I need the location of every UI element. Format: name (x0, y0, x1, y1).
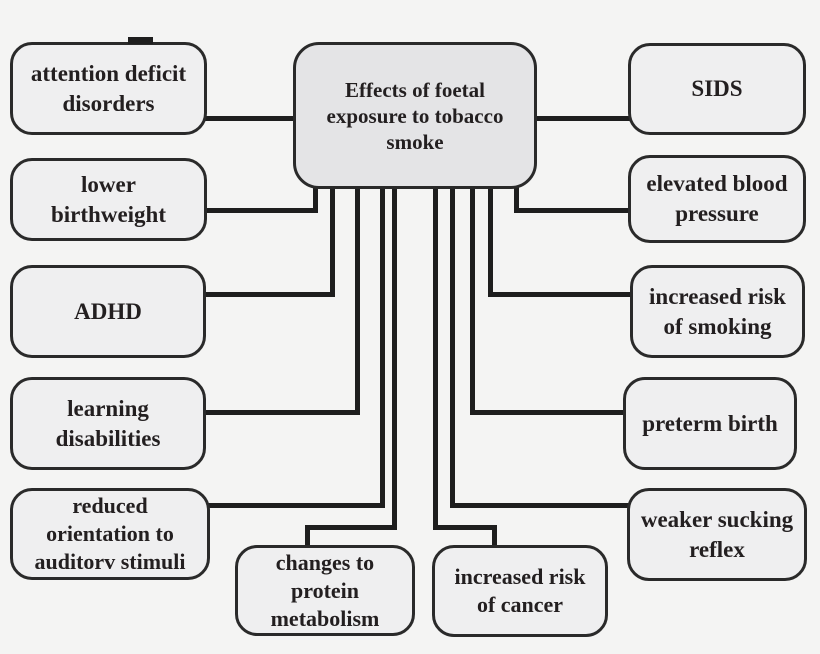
effect-label-line: increased risk (649, 283, 786, 309)
effect-label-line: reduced (72, 493, 148, 518)
connector-preterm-h (470, 410, 625, 415)
effect-box-changes-to-protein-metabolism: changes to protein metabolism (235, 545, 415, 636)
connector-adhd-v (330, 185, 335, 297)
effect-label-line: auditorv stimuli (34, 549, 186, 574)
connector-reduced-orientation-v (380, 185, 385, 508)
center-line: exposure to tobacco (326, 103, 504, 128)
connector-lower-birthweight-v (313, 185, 318, 213)
connector-preterm-v (470, 185, 475, 415)
effect-box-increased-risk-of-smoking: increased risk of smoking (630, 265, 805, 358)
effect-label-line: weaker sucking (640, 506, 794, 532)
connector-cancer-v (433, 185, 438, 530)
effect-label-line: increased risk (454, 564, 586, 589)
connector-protein-v (392, 185, 397, 530)
connector-attention-deficit (205, 116, 297, 121)
connector-learning-disabilities-h (205, 410, 360, 415)
effect-box-weaker-sucking-reflex: weaker sucking reflex (627, 488, 807, 581)
effect-label-line: metabolism (270, 605, 380, 631)
connector-learning-disabilities-v (355, 185, 360, 415)
connector-elevated-bp-v (514, 185, 519, 213)
effect-label-line: learning (67, 395, 149, 421)
connector-lower-birthweight-h (205, 208, 318, 213)
connector-smoking-v (488, 185, 493, 297)
effect-box-lower-birthweight: lower birthweight (10, 158, 207, 241)
connector-protein-stub (305, 525, 310, 549)
center-node-effects-of-foetal-exposure: Effects of foetal exposure to tobacco sm… (293, 42, 537, 189)
connector-weaker-sucking-h (450, 503, 629, 508)
effect-label-line: lower (81, 171, 136, 197)
effect-box-adhd: ADHD (10, 265, 206, 358)
effect-label-line: preterm birth (642, 410, 778, 436)
effect-label-line: of smoking (663, 313, 772, 339)
effect-label-line: disorders (62, 90, 155, 116)
effect-label-line: SIDS (691, 76, 743, 101)
effect-label-line: changes to (275, 549, 375, 575)
connector-adhd-h (205, 292, 335, 297)
connector-cancer-stub (492, 525, 497, 549)
effect-label-line: reflex (689, 536, 745, 562)
effect-label-line: protein (290, 577, 360, 603)
effect-box-sids: SIDS (628, 43, 806, 135)
effect-label-line: orientation to (46, 521, 174, 546)
connector-elevated-bp-h (514, 208, 630, 213)
effect-box-reduced-orientation-auditory-stimuli: reduced orientation to auditorv stimuli (10, 488, 210, 580)
effect-label-line: elevated blood (646, 171, 788, 196)
effect-label-line: pressure (675, 201, 759, 226)
effect-box-attention-deficit-disorders: attention deficit disorders (10, 42, 207, 135)
center-line: smoke (386, 129, 444, 154)
effect-label-line: ADHD (74, 298, 142, 324)
effect-box-increased-risk-of-cancer: increased risk of cancer (432, 545, 608, 637)
effect-box-learning-disabilities: learning disabilities (10, 377, 206, 470)
connector-protein-h (305, 525, 397, 530)
connector-sids (533, 116, 630, 121)
center-line: Effects of foetal (345, 77, 485, 102)
connector-reduced-orientation-h (206, 503, 385, 508)
effect-box-elevated-blood-pressure: elevated blood pressure (628, 155, 806, 243)
effect-label-line: attention deficit (30, 60, 187, 86)
tick-artifact (128, 37, 153, 44)
effect-label-line: birthweight (51, 201, 166, 227)
connector-smoking-h (488, 292, 632, 297)
effect-label-line: of cancer (476, 592, 564, 617)
effect-label-line: disabilities (55, 425, 161, 451)
connector-cancer-h (433, 525, 497, 530)
connector-weaker-sucking-v (450, 185, 455, 508)
effect-box-preterm-birth: preterm birth (623, 377, 797, 470)
